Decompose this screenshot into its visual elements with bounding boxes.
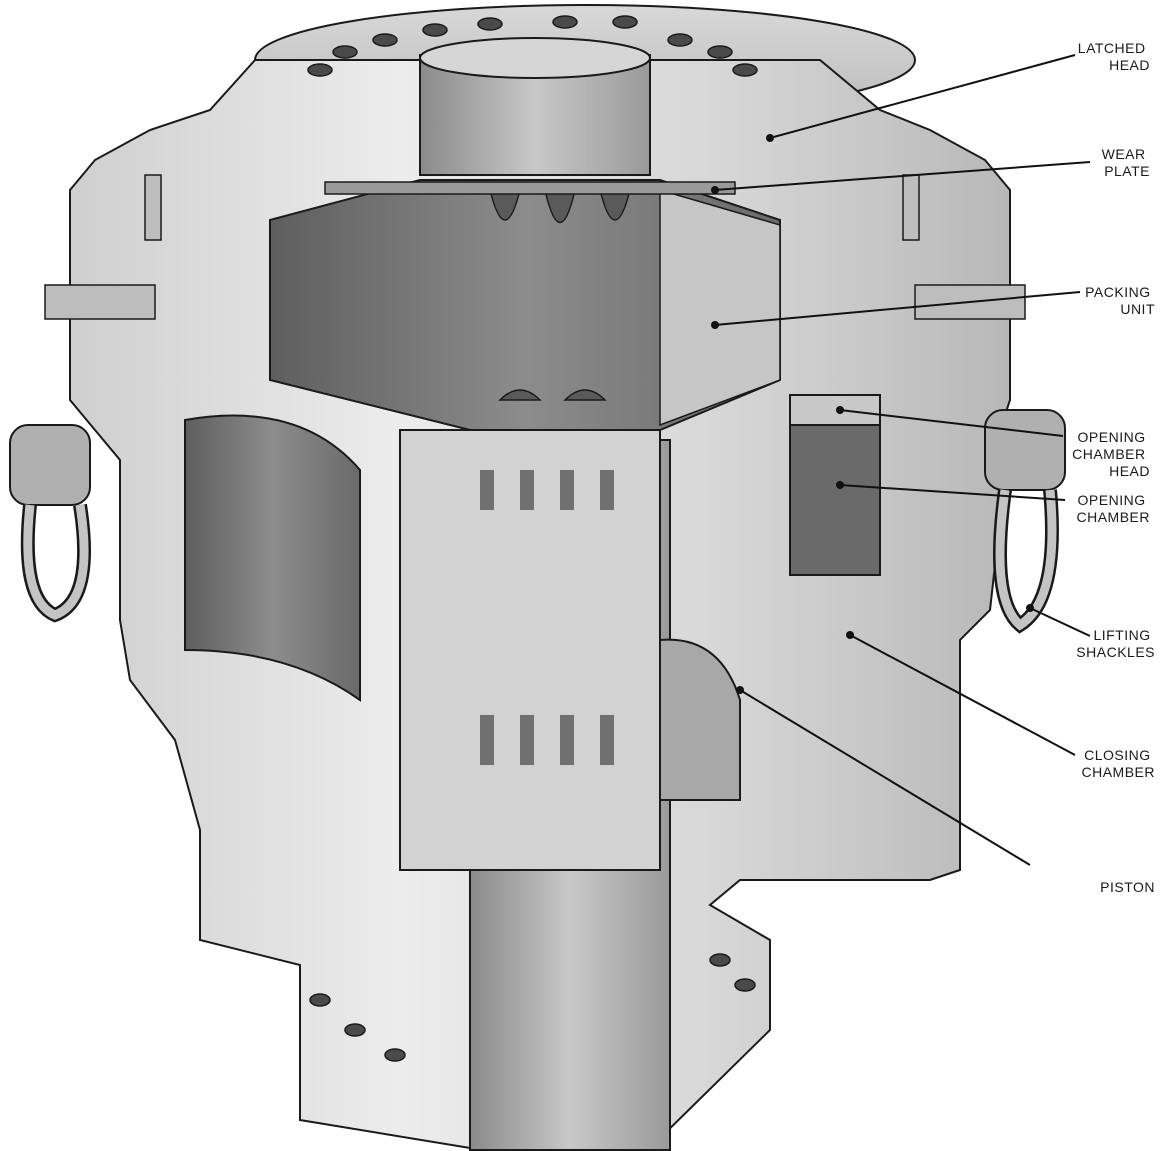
right-lifting-shackle — [984, 409, 1066, 634]
label-wear-plate: WEAR PLATE — [1102, 146, 1150, 179]
wear-plate-shape — [324, 181, 736, 195]
leader-wear-plate — [714, 161, 1091, 191]
label-latched-head: LATCHED HEAD — [1078, 40, 1150, 73]
piston-slots — [480, 470, 614, 765]
label-closing-chamber: CLOSING CHAMBER — [1081, 747, 1155, 780]
bore-top-opening — [419, 37, 651, 79]
left-chamber-ring — [184, 414, 361, 702]
lower-flange-holes — [309, 953, 756, 1062]
leader-lifting-shackles — [1029, 607, 1091, 637]
label-lifting-shackles: LIFTING SHACKLES — [1076, 627, 1155, 660]
flange-bolt-holes — [307, 15, 758, 77]
leader-opening-chamber — [839, 484, 1066, 501]
opening-chamber-head-shape — [789, 394, 881, 426]
label-opening-chamber-head: OPENING CHAMBER HEAD — [1072, 429, 1150, 479]
packing-unit-shape — [269, 179, 781, 431]
label-opening-chamber: OPENING CHAMBER — [1076, 492, 1150, 525]
leader-opening-chamber-head — [839, 409, 1064, 437]
opening-chamber-shape — [789, 424, 881, 576]
leader-lines — [711, 54, 1091, 866]
leader-closing-chamber — [849, 634, 1076, 756]
leader-latched-head — [769, 54, 1076, 139]
packing-inserts — [489, 189, 631, 401]
leader-piston — [739, 689, 1031, 866]
label-piston: PISTON — [1100, 879, 1155, 895]
closing-chamber-shape — [659, 638, 741, 801]
piston-shape — [399, 429, 661, 871]
callout-labels: LATCHED HEAD WEAR PLATE PACKING UNIT OPE… — [1072, 40, 1155, 895]
left-lifting-shackle — [9, 424, 92, 623]
leader-packing-unit — [714, 291, 1081, 326]
label-packing-unit: PACKING UNIT — [1085, 284, 1155, 317]
